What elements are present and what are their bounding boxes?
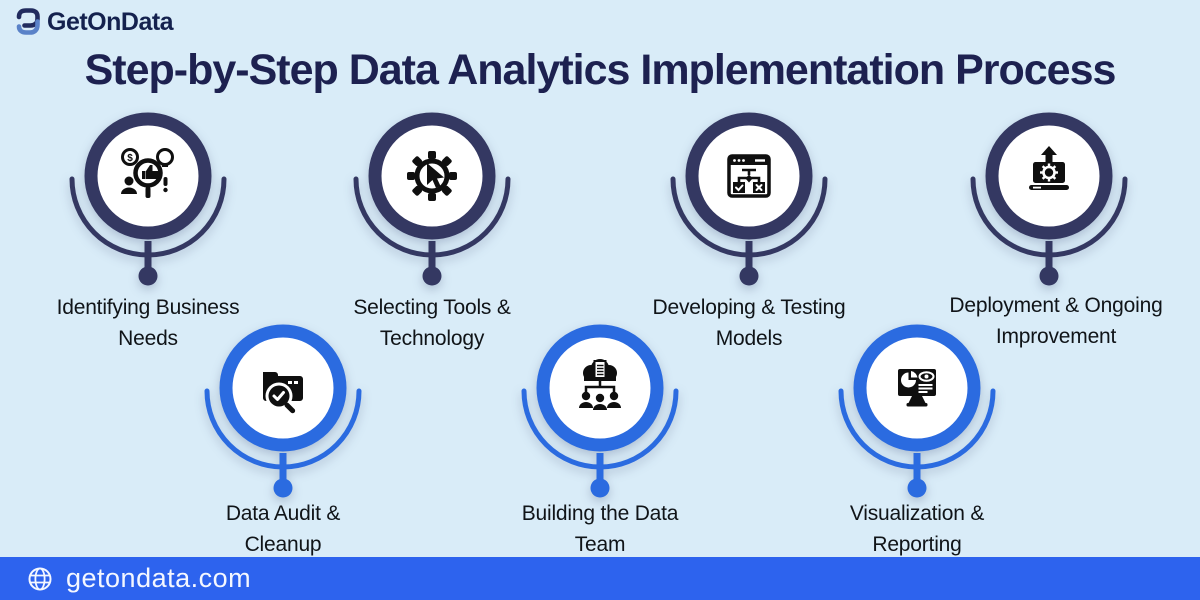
step-selecting-tools-technology: Selecting Tools & Technology <box>342 91 522 350</box>
step-ornament <box>838 324 996 498</box>
cloud-team-icon <box>579 359 621 410</box>
dashboard-monitor-icon <box>898 369 936 407</box>
step-ornament <box>670 112 828 286</box>
step-visualization-reporting: Visualization & Reporting <box>827 303 1007 556</box>
footer-bar: getondata.com <box>0 557 1200 600</box>
laptop-deploy-icon <box>1029 146 1069 190</box>
step-label: Deployment & Ongoing Improvement <box>949 294 1163 348</box>
step-label: Data Audit & Cleanup <box>225 502 341 556</box>
folder-audit-magnifier-icon <box>263 372 303 414</box>
step-identifying-business-needs: $ Identifying Business Needs <box>57 91 240 350</box>
step-ornament <box>353 112 511 286</box>
step-label: Visualization & Reporting <box>849 502 985 556</box>
step-ornament <box>204 324 362 498</box>
footer-url[interactable]: getondata.com <box>66 563 252 593</box>
step-ornament <box>521 324 679 498</box>
step-label: Identifying Business Needs <box>56 296 240 350</box>
step-data-audit-cleanup: Data Audit & Cleanup <box>193 303 373 556</box>
gear-cursor-icon <box>407 151 457 201</box>
step-deployment-ongoing-improvement: Deployment & Ongoing Improvement <box>949 91 1163 348</box>
step-ornament <box>970 112 1128 286</box>
logo-text: GetOnData <box>47 7 174 36</box>
step-label: Developing & Testing Models <box>652 296 846 350</box>
step-developing-testing-models: Developing & Testing Models <box>653 91 846 350</box>
getondata-logo-icon <box>16 8 40 35</box>
business-needs-search-icon: $ <box>121 148 174 198</box>
flowchart-window-icon <box>727 154 771 198</box>
svg-text:$: $ <box>127 153 133 164</box>
step-label: Building the Data Team <box>521 502 679 556</box>
step-ornament: $ <box>69 112 227 286</box>
step-label: Selecting Tools & Technology <box>353 296 511 350</box>
step-building-data-team: Building the Data Team <box>510 303 690 556</box>
page-title: Step-by-Step Data Analytics Implementati… <box>84 46 1117 94</box>
logo: GetOnData <box>12 7 174 37</box>
globe-icon <box>28 567 52 590</box>
